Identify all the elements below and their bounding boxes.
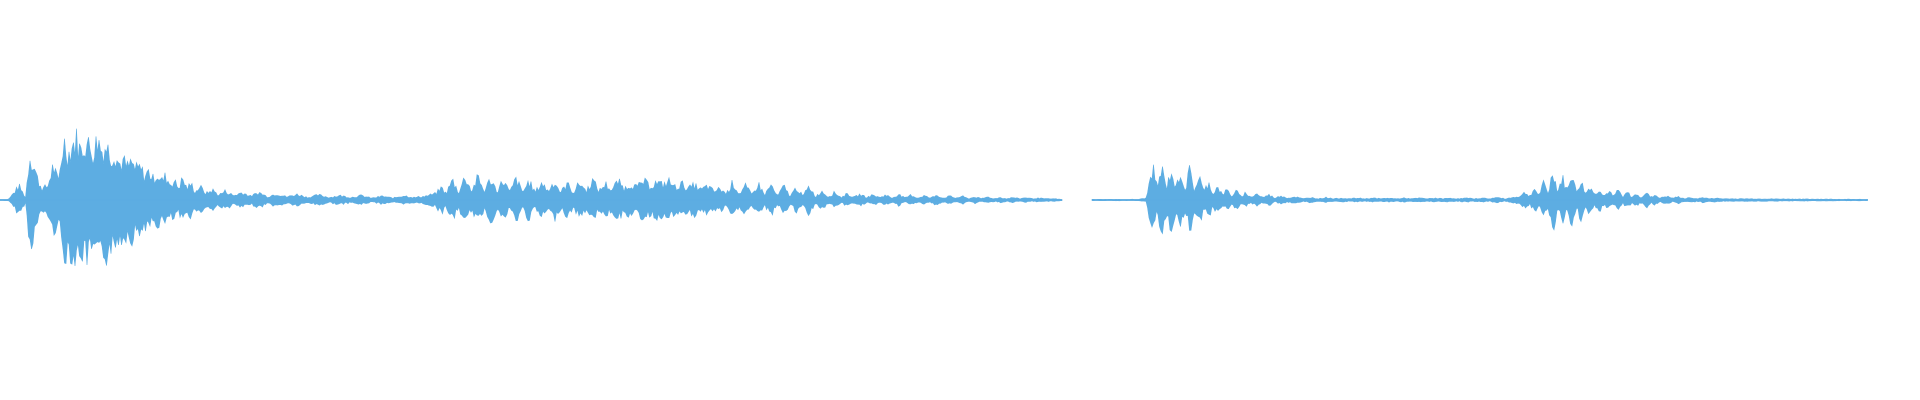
waveform-clip-2 — [1091, 164, 1868, 235]
waveform-clips — [0, 128, 1868, 267]
waveform-clip-1 — [0, 128, 1063, 267]
waveform-shape — [0, 128, 1063, 267]
waveform-shape — [1091, 164, 1868, 235]
